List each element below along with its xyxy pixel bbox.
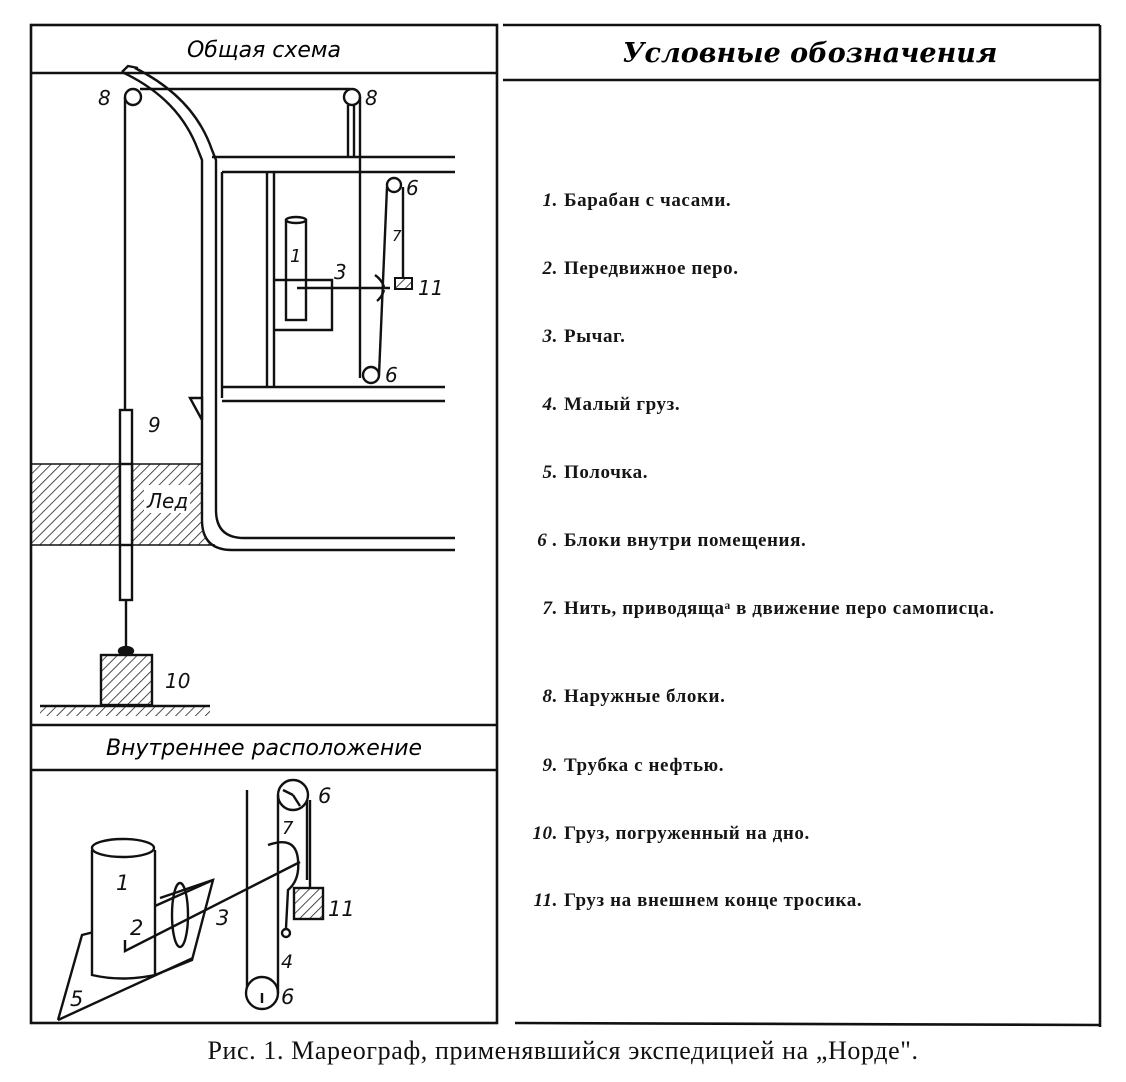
ice-label-bg — [144, 485, 190, 513]
legend-text: Трубка с нефтью. — [564, 755, 725, 776]
inner-block-top-icon — [385, 176, 403, 194]
legend-text: Рычаг. — [564, 326, 626, 347]
legend-num: 1. — [542, 190, 558, 211]
legend-num: 5. — [542, 462, 558, 483]
pen-hook — [267, 840, 300, 929]
general-scheme-header: Общая схема — [187, 38, 341, 63]
legend-text: Блоки внутри помещения. — [564, 530, 807, 551]
pen-clamp — [374, 274, 386, 302]
outer-weight-internal-icon — [292, 886, 325, 921]
legend-item-3: 3. Рычаг. — [530, 326, 1004, 348]
oil-tube-through-ice — [118, 462, 134, 547]
drum-internal-top — [90, 837, 156, 859]
frame-lines — [29, 23, 1102, 1027]
label-10: 10 — [165, 669, 190, 693]
legend-item-6: 6 . Блоки внутри помещения. — [530, 530, 1004, 552]
label-3: 3 — [334, 260, 347, 284]
legend-text: Наружные блоки. — [564, 686, 726, 707]
label-9: 9 — [148, 413, 161, 437]
label-int-2: 2 — [130, 916, 143, 940]
drum-internal-icon — [90, 850, 157, 980]
legend-item-11: 11. Груз на внешнем конце тросика. — [530, 890, 1004, 912]
thread-7 — [377, 186, 389, 376]
shelf-right-edge — [154, 878, 215, 977]
lever-bracket — [154, 878, 214, 908]
legend-num: 9. — [542, 755, 558, 776]
general-scheme-labels: 8 8 1 3 6 6 7 11 9 Лед 10 — [98, 86, 443, 693]
legend-bottom-line — [514, 1021, 1101, 1027]
internal-layout-drawing — [56, 778, 325, 1022]
legend-num: 2. — [542, 258, 558, 279]
legend-text: Груз, погруженный на дно. — [564, 823, 810, 844]
legend-item-8: 8. Наружные блоки. — [530, 686, 1004, 708]
drum-top — [284, 215, 308, 225]
label-6-top: 6 — [406, 176, 419, 200]
outer-block-left-icon — [123, 87, 143, 107]
legend-item-7: 7. Нить, приводящаᵃ в движение перо самоп… — [530, 598, 1004, 620]
lever-internal — [123, 860, 301, 953]
legend-num: 7. — [542, 598, 558, 619]
legend-item-2: 2. Передвижное перо. — [530, 258, 1004, 280]
lever-pivot — [170, 881, 190, 949]
inner-block-bottom-icon — [361, 365, 381, 385]
legend-item-10: 10. Груз, погруженный на дно. — [530, 823, 1004, 845]
hull-outer-line — [121, 70, 455, 552]
legend-text: Груз на внешнем конце тросика. — [564, 890, 863, 911]
label-int-4: 4 — [281, 951, 293, 973]
seabed-hatch — [40, 707, 210, 716]
legend-item-9: 9. Трубка с нефтью. — [530, 755, 1004, 777]
drum-bracket — [274, 278, 334, 332]
bracket — [187, 396, 204, 421]
legend-num: 4. — [542, 394, 558, 415]
label-11: 11 — [418, 276, 443, 300]
label-int-6-top: 6 — [318, 784, 331, 808]
block-top-spokes — [282, 788, 302, 807]
label-8-left: 8 — [98, 86, 111, 110]
legend-title: Условные обозначения — [623, 38, 998, 69]
label-int-5: 5 — [70, 987, 83, 1011]
legend-num: 10. — [532, 823, 558, 844]
legend-text: Малый груз. — [564, 394, 681, 415]
drum-icon — [284, 218, 308, 322]
general-scheme-drawing — [118, 64, 455, 648]
outer-weight-icon — [394, 277, 413, 290]
sunk-weight-icon — [99, 653, 154, 707]
legend-item-4: 4. Малый груз. — [530, 394, 1004, 416]
label-int-6-bottom: 6 — [281, 985, 294, 1009]
label-int-1: 1 — [116, 871, 129, 895]
legend-num: 11. — [533, 890, 558, 911]
label-1: 1 — [290, 246, 301, 267]
outer-block-right-icon — [342, 87, 362, 107]
legend-text: Передвижное перо. — [564, 258, 739, 279]
label-ice: Лед — [146, 489, 188, 513]
label-int-11: 11 — [328, 897, 355, 921]
label-7: 7 — [392, 227, 402, 245]
internal-layout-header: Внутреннее расположение — [106, 736, 422, 761]
label-8-right: 8 — [365, 86, 378, 110]
label-int-7: 7 — [282, 818, 294, 839]
weight-hook — [117, 645, 135, 657]
seabed-group — [40, 645, 210, 716]
ice-layer — [32, 462, 215, 547]
label-int-3: 3 — [216, 906, 229, 930]
mast-tip — [121, 64, 139, 73]
legend-text: Нить, приводящаᵃ в движение перо самопис… — [564, 598, 995, 619]
legend-item-1: 1. Барабан с часами. — [530, 190, 1004, 212]
small-weight-icon — [280, 927, 292, 939]
legend-text: Барабан с часами. — [564, 190, 732, 211]
figure-caption: Рис. 1. Мареограф, применявшийся экспеди… — [207, 1036, 919, 1065]
left-panel-border — [29, 23, 499, 1025]
legend-num: 3. — [542, 326, 558, 347]
legend-num: 8. — [542, 686, 558, 707]
legend-num: 6 . — [537, 530, 558, 551]
legend-item-5: 5. Полочка. — [530, 462, 1004, 484]
internal-layout-labels: 1 2 3 4 5 6 6 7 11 — [70, 784, 355, 1011]
legend-text: Полочка. — [564, 462, 649, 483]
label-6-bottom: 6 — [385, 363, 398, 387]
